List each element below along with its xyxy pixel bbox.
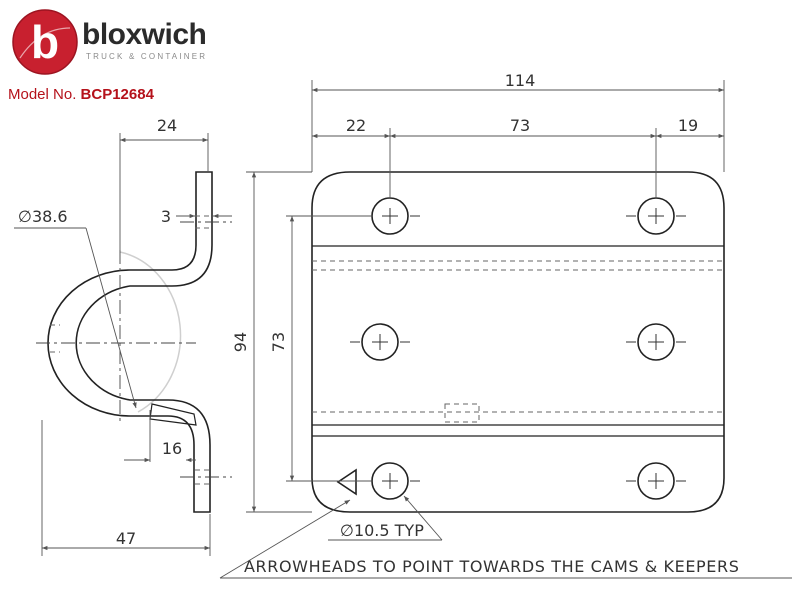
dim-hole-diameter: ∅10.5 TYP: [340, 521, 424, 540]
dim-side-overall: 47: [116, 529, 136, 548]
dim-side-diameter: ∅38.6: [18, 207, 68, 226]
side-hidden-lines: [50, 215, 213, 485]
plate-holes: [361, 197, 675, 500]
dim-plate-hole-spacing-v: 73: [269, 332, 288, 352]
dim-plate-hole-offset-right: 19: [678, 116, 698, 135]
side-tip: [149, 403, 197, 426]
dim-side-width: 24: [157, 116, 177, 135]
logo-mark-icon: b: [12, 9, 78, 75]
side-dimension-lines: [14, 133, 232, 556]
dim-plate-hole-spacing-h: 73: [510, 116, 530, 135]
plate-dimension-lines: [219, 80, 792, 579]
dim-side-thickness: 3: [161, 207, 171, 226]
plate-view: [311, 171, 725, 513]
model-number: BCP12684: [80, 86, 154, 103]
hole-centermarks: [350, 208, 686, 489]
side-profile-outer: [47, 171, 213, 513]
assembly-note: ARROWHEADS TO POINT TOWARDS THE CAMS & K…: [244, 557, 740, 576]
side-centerlines: [36, 221, 232, 478]
dim-plate-width: 114: [505, 71, 536, 90]
brand-tagline: TRUCK & CONTAINER: [86, 52, 208, 61]
dim-plate-height: 94: [231, 332, 250, 352]
plate-outline: [311, 171, 725, 513]
logo-mark-letter: b: [31, 16, 59, 68]
bloxwich-logo: b: [12, 9, 78, 75]
dim-plate-hole-offset-left: 22: [346, 116, 366, 135]
brand-name: bloxwich: [82, 18, 207, 51]
direction-arrowhead-icon: [336, 468, 357, 496]
side-view: [47, 171, 213, 513]
model-number-line: Model No. BCP12684: [8, 86, 154, 103]
dim-side-offset: 16: [162, 439, 182, 458]
model-label: Model No.: [8, 86, 77, 103]
side-phantom-arc: [119, 251, 182, 413]
plate-hidden-lines: [312, 260, 724, 423]
